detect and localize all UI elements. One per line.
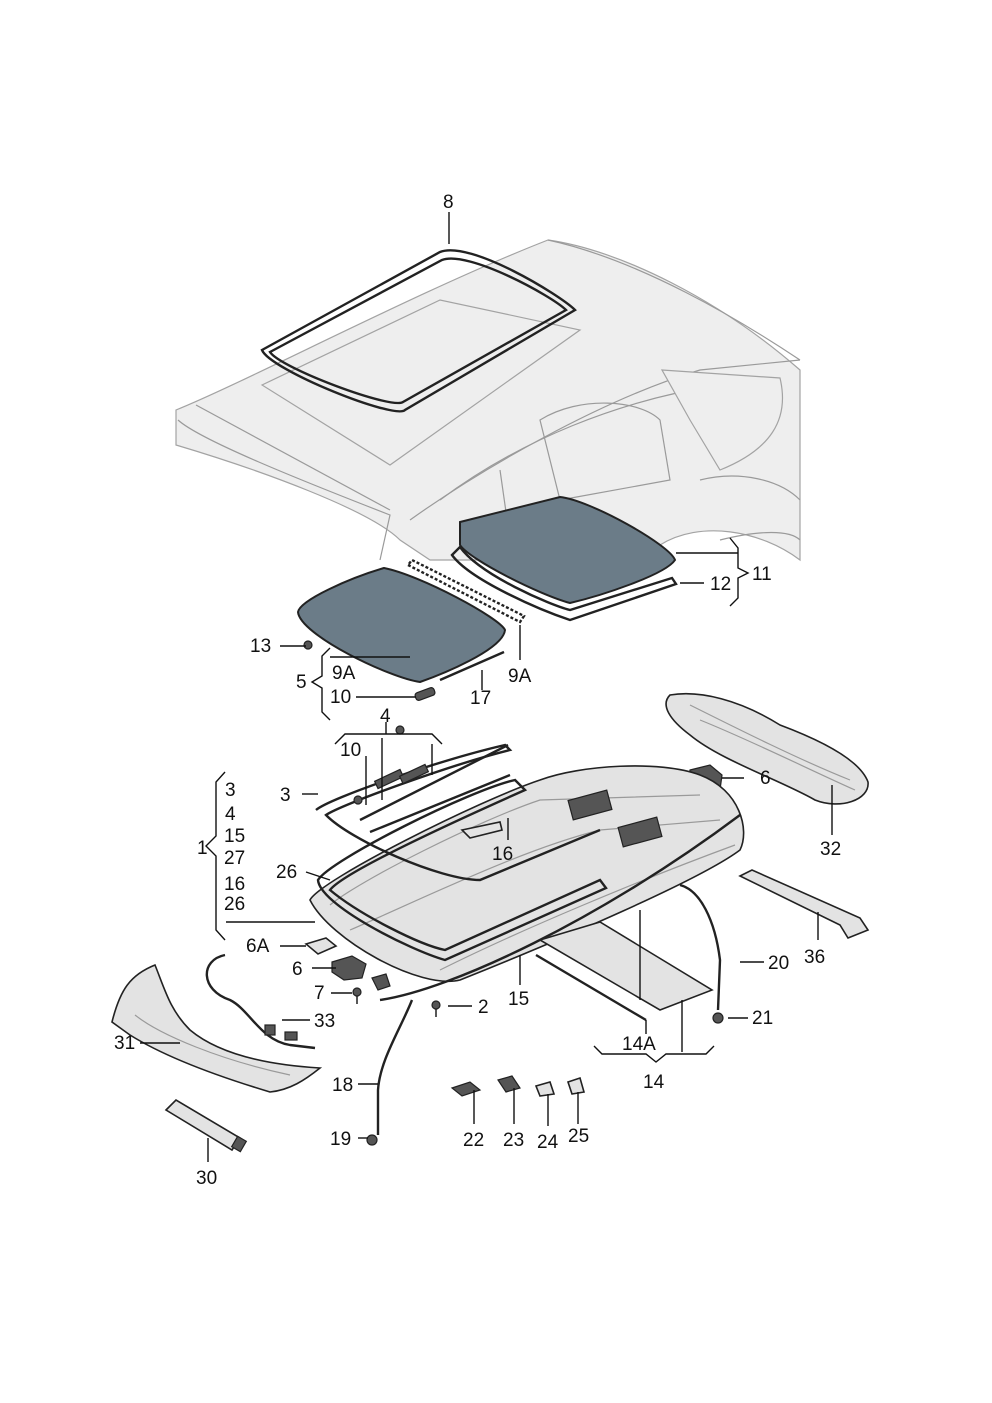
callout-17: 17	[470, 688, 491, 709]
callout-7: 7	[314, 983, 325, 1004]
car-body-outline	[175, 239, 801, 562]
callout-2: 2	[478, 997, 489, 1018]
callout-20: 20	[768, 953, 789, 974]
group-item-26: 26	[224, 894, 245, 915]
group-item-16: 16	[224, 874, 245, 895]
callout-13: 13	[250, 636, 271, 657]
callout-16: 16	[492, 844, 513, 865]
callout-14: 14	[643, 1072, 665, 1093]
callout-8: 8	[443, 192, 454, 213]
part-33-cable-harness	[205, 953, 316, 1050]
part-6a-control-unit	[304, 937, 338, 955]
group-item-27: 27	[224, 848, 245, 869]
callout-25: 25	[568, 1126, 589, 1147]
part-8-seal-ring	[260, 249, 577, 413]
callout-15: 15	[508, 989, 529, 1010]
callout-30: 30	[196, 1168, 217, 1189]
callout-10-top: 10	[330, 687, 351, 708]
part-32-housing-right	[665, 692, 869, 805]
callout-32: 32	[820, 839, 841, 860]
callout-9a-left: 9A	[332, 663, 356, 684]
callout-3: 3	[280, 785, 291, 806]
callout-labels: 8 11 12 13 9A 9A 5 10 17 4 10 6 32 1 3 4…	[114, 192, 841, 1189]
callout-6-right: 6	[760, 768, 771, 789]
group-item-15: 15	[224, 826, 245, 847]
part-36-strip	[738, 869, 870, 939]
callout-1: 1	[197, 838, 208, 859]
callout-24: 24	[537, 1132, 559, 1153]
part-16-bracket	[460, 821, 503, 839]
leader-lines	[140, 212, 833, 1162]
part-14-sun-blind	[535, 921, 714, 1022]
part-31-housing-left	[111, 963, 323, 1093]
callout-21: 21	[752, 1008, 773, 1029]
callout-33: 33	[314, 1011, 335, 1032]
part-11-rear-glass	[450, 495, 678, 622]
callout-10-mid: 10	[340, 740, 361, 761]
callout-5: 5	[296, 672, 307, 693]
callout-6a: 6A	[246, 936, 270, 957]
callout-19: 19	[330, 1129, 351, 1150]
part-15-drain-rail	[379, 814, 741, 1002]
callout-22: 22	[463, 1130, 484, 1151]
callout-9a-right: 9A	[508, 666, 532, 687]
callout-18: 18	[332, 1075, 353, 1096]
callout-14a: 14A	[622, 1034, 656, 1055]
part-1-sunroof-frame	[309, 765, 745, 983]
part-30-tube	[164, 1098, 248, 1153]
callout-11: 11	[752, 564, 772, 585]
part-20-drain-hose	[679, 883, 724, 1024]
part-18-drain-hose	[366, 999, 414, 1146]
callout-4-top: 4	[380, 706, 391, 727]
callout-26: 26	[276, 862, 297, 883]
callout-36: 36	[804, 947, 825, 968]
part-4-guide-rails	[353, 725, 511, 834]
part-2-screw	[431, 1000, 441, 1017]
callout-12: 12	[710, 574, 731, 595]
group-item-4: 4	[225, 804, 236, 825]
parts-22-25-clips	[450, 1075, 586, 1097]
callout-31: 31	[114, 1033, 135, 1054]
part-7-screw	[352, 987, 362, 1004]
part-6-motor-left	[331, 955, 391, 991]
group-item-3: 3	[225, 780, 236, 801]
callout-6-left: 6	[292, 959, 303, 980]
callout-23: 23	[503, 1130, 524, 1151]
